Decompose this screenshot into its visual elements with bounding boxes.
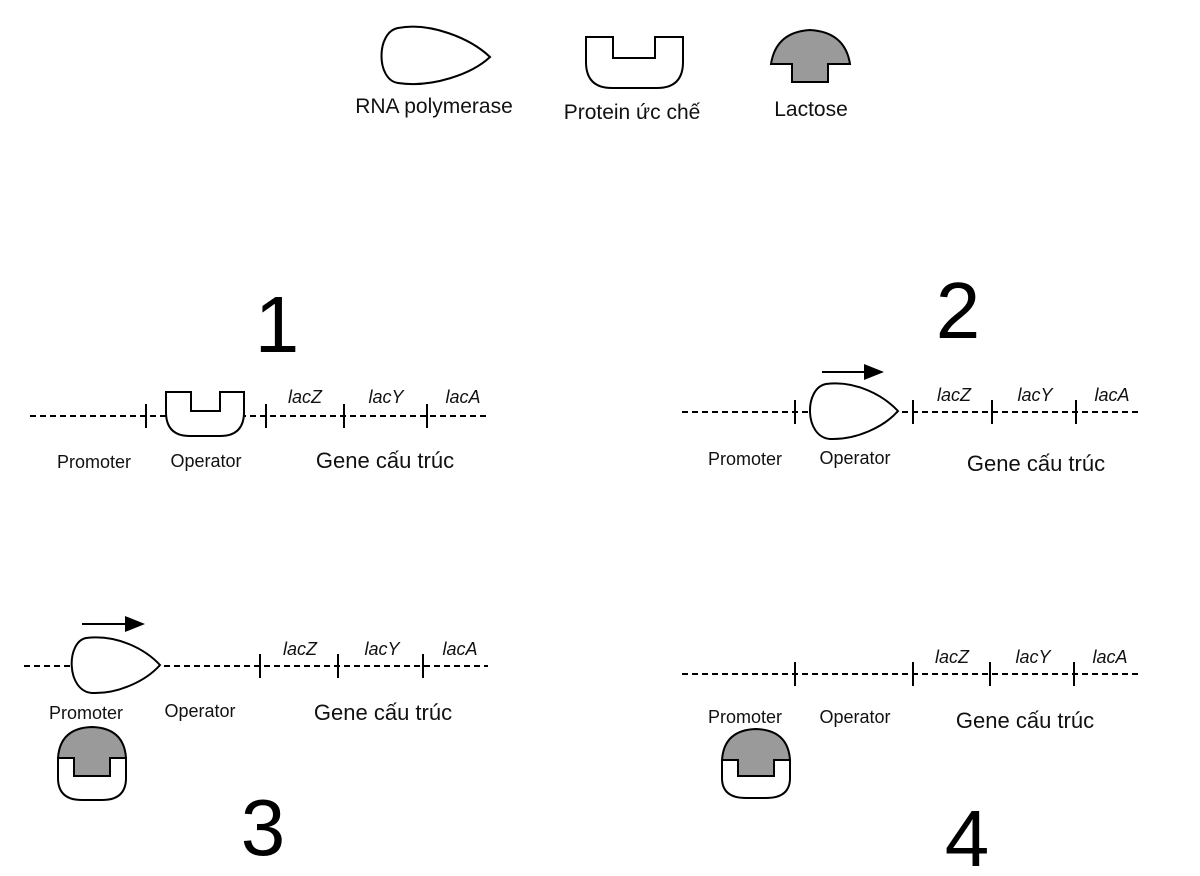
promoter-label: Promoter	[708, 707, 782, 727]
legend-lactose-label: Lactose	[774, 98, 848, 121]
repressor-notch	[722, 759, 790, 777]
panel-1: 1 lacZ lacY lacA Promoter Operator Gene …	[30, 280, 490, 473]
structural-gene-label: Gene cấu trúc	[967, 451, 1105, 476]
promoter-label: Promoter	[49, 703, 123, 723]
panel-number: 4	[945, 794, 990, 876]
repressor-protein-icon	[585, 36, 684, 89]
panel-number: 1	[255, 280, 300, 369]
gene-lacy-label: lacY	[1015, 647, 1052, 667]
operator-label: Operator	[164, 701, 235, 721]
repressor-lactose-complex	[720, 727, 792, 799]
gene-lacy-label: lacY	[364, 639, 401, 659]
gene-lacz-label: lacZ	[283, 639, 318, 659]
gene-lacz-label: lacZ	[288, 387, 323, 407]
gene-laca-label: lacA	[1092, 647, 1127, 667]
rna-polymerase-icon	[70, 636, 162, 695]
gene-laca-label: lacA	[445, 387, 480, 407]
gene-lacy-label: lacY	[368, 387, 405, 407]
structural-gene-label: Gene cấu trúc	[314, 700, 452, 725]
operator-label: Operator	[819, 448, 890, 468]
gene-lacy-label: lacY	[1017, 385, 1054, 405]
promoter-label: Promoter	[57, 452, 131, 472]
promoter-label: Promoter	[708, 449, 782, 469]
repressor-notch	[58, 757, 126, 777]
panel-number: 2	[936, 266, 981, 355]
panel-number: 3	[241, 783, 286, 872]
panel-4: lacZ lacY lacA Promoter Operator Gene cấ…	[682, 647, 1142, 876]
legend: RNA polymerase Protein ức chế Lactose	[355, 25, 852, 124]
operator-label: Operator	[819, 707, 890, 727]
repressor-lactose-complex	[56, 725, 128, 801]
rna-polymerase-icon	[380, 25, 492, 85]
gene-laca-label: lacA	[442, 639, 477, 659]
rna-polymerase-icon	[809, 382, 900, 441]
structural-gene-label: Gene cấu trúc	[956, 708, 1094, 733]
gene-laca-label: lacA	[1094, 385, 1129, 405]
panel-2: 2 lacZ lacY lacA Promoter Operator Gene …	[682, 266, 1142, 476]
repressor-protein-icon	[165, 391, 245, 437]
structural-gene-label: Gene cấu trúc	[316, 448, 454, 473]
panel-3: lacZ lacY lacA Promoter Operator Gene cấ…	[24, 616, 488, 872]
legend-rna-polymerase-label: RNA polymerase	[355, 95, 513, 118]
operator-label: Operator	[170, 451, 241, 471]
legend-repressor-label: Protein ức chế	[564, 101, 701, 124]
gene-lacz-label: lacZ	[937, 385, 972, 405]
lactose-icon	[769, 28, 852, 83]
gene-lacz-label: lacZ	[935, 647, 970, 667]
